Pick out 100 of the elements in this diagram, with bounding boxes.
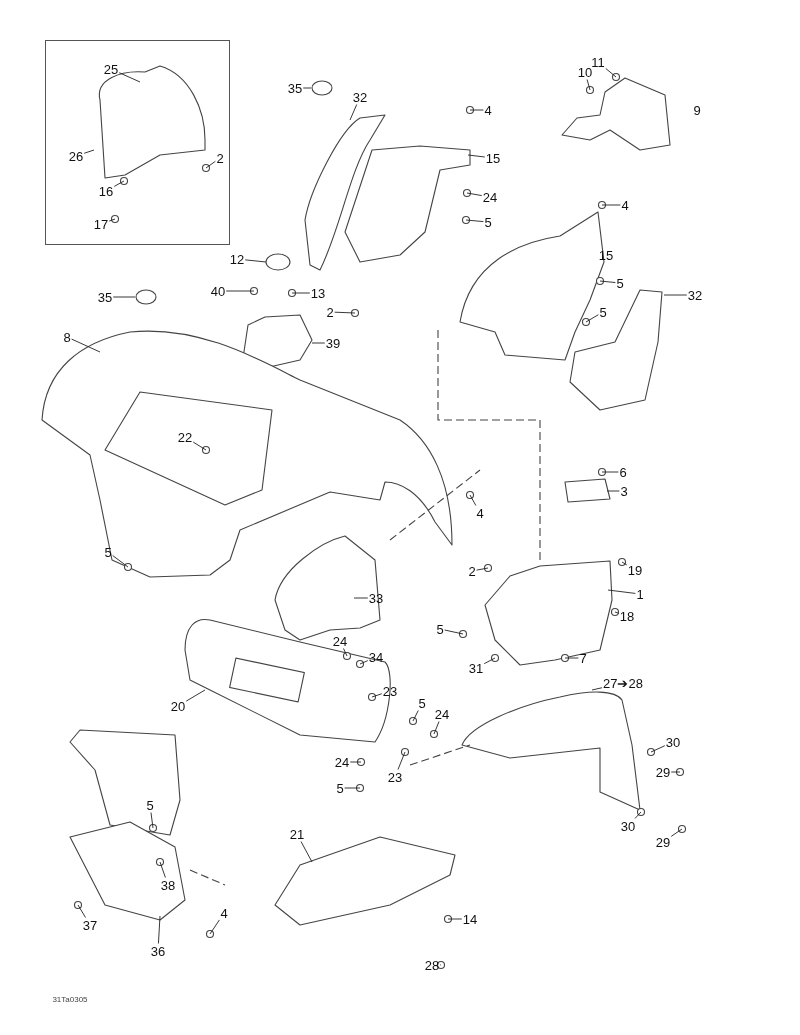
callout-number: 17	[92, 216, 110, 232]
callout-number: 3	[619, 483, 629, 499]
callout-number: 22	[176, 429, 194, 445]
leader-line	[291, 292, 311, 294]
leader-line	[650, 745, 666, 753]
leader-line	[349, 761, 362, 763]
callout-number: 30	[664, 734, 682, 750]
leader-line	[209, 919, 220, 935]
leader-line	[599, 280, 616, 283]
callout-number: 4	[620, 197, 630, 213]
leader-line	[670, 828, 683, 837]
leader-line	[244, 259, 267, 263]
callout-number: 5	[435, 621, 445, 637]
leader-line	[300, 841, 313, 863]
leader-line	[225, 290, 255, 292]
leader-line	[444, 629, 464, 635]
callout-number: 19	[626, 562, 644, 578]
callout-number: 23	[386, 769, 404, 785]
callout-number: 5	[483, 214, 493, 230]
leader-line	[601, 204, 621, 206]
callout-number: 4	[475, 505, 485, 521]
leader-line	[670, 771, 681, 773]
callout-number: 35	[96, 289, 114, 305]
leader-line	[469, 494, 477, 506]
callout-number: 2	[215, 150, 225, 166]
callout-number: 4	[219, 905, 229, 921]
leader-line	[112, 296, 136, 298]
callout-number: 2	[467, 563, 477, 579]
leader-line	[150, 812, 154, 829]
leader-line	[334, 311, 356, 314]
callout-number: 4	[483, 102, 493, 118]
leader-line	[564, 657, 579, 659]
leader-line	[591, 687, 603, 691]
leader-line	[353, 597, 369, 599]
callout-number: 2	[325, 304, 335, 320]
callout-number: 13	[309, 285, 327, 301]
callout-number: 30	[619, 818, 637, 834]
leader-line	[614, 611, 620, 614]
callout-number: 25	[102, 61, 120, 77]
callout-number: 20	[169, 698, 187, 714]
leader-line	[159, 861, 166, 878]
callout-number: 32	[351, 89, 369, 105]
leader-line	[185, 689, 206, 702]
leader-line	[433, 721, 440, 735]
leader-line	[476, 567, 489, 571]
callout-number: 8	[62, 329, 72, 345]
callout-number: 15	[598, 248, 614, 262]
callout-number: 5	[335, 780, 345, 796]
callout-number: 16	[97, 183, 115, 199]
inset-frame	[45, 40, 230, 245]
leader-line	[118, 72, 141, 83]
leader-line	[192, 441, 207, 451]
callout-number: 9	[693, 103, 701, 117]
leader-line	[585, 314, 599, 323]
leader-line	[343, 648, 348, 657]
leader-line	[83, 149, 95, 154]
leader-line	[447, 918, 463, 920]
callout-number: 24	[433, 706, 451, 722]
callout-number: 5	[598, 304, 608, 320]
callout-number: 5	[103, 544, 113, 560]
leader-line	[467, 154, 486, 158]
callout-number: 23	[381, 683, 399, 699]
leader-line	[359, 660, 369, 665]
leader-line	[634, 811, 642, 819]
leader-line	[412, 710, 419, 722]
callout-number: 14	[461, 911, 479, 927]
leader-line	[607, 589, 636, 594]
leader-line	[371, 693, 383, 698]
callout-number: 31	[467, 660, 485, 676]
callout-number: 18	[618, 608, 636, 624]
leader-line	[71, 338, 101, 353]
callout-number: 29	[654, 834, 672, 850]
leader-line	[483, 657, 496, 665]
leader-line	[586, 79, 591, 91]
callout-number: 36	[149, 943, 167, 959]
leader-line	[465, 219, 484, 223]
leader-line	[439, 964, 442, 966]
leader-line	[108, 218, 116, 222]
callout-number: 5	[145, 797, 155, 813]
leader-line	[466, 192, 483, 196]
callout-number: 32	[686, 287, 704, 303]
leader-line	[112, 555, 129, 568]
callout-number: 38	[159, 877, 177, 893]
callout-number: 24	[331, 633, 349, 649]
callout-number: 5	[615, 275, 625, 291]
leader-line	[605, 68, 617, 78]
leader-line	[601, 471, 619, 473]
callout-number: 29	[654, 764, 672, 780]
leader-line	[349, 104, 358, 121]
callout-number: 27➔28	[602, 675, 644, 691]
leader-line	[469, 109, 484, 111]
callout-number: 35	[286, 80, 304, 96]
leader-line	[302, 87, 312, 89]
callout-number: 24	[333, 754, 351, 770]
callout-number: 1	[635, 586, 645, 602]
callout-number: 24	[481, 189, 499, 205]
callout-number: 40	[209, 283, 227, 299]
callout-number: 5	[417, 695, 427, 711]
leader-line	[663, 294, 688, 296]
leader-line	[205, 160, 216, 169]
